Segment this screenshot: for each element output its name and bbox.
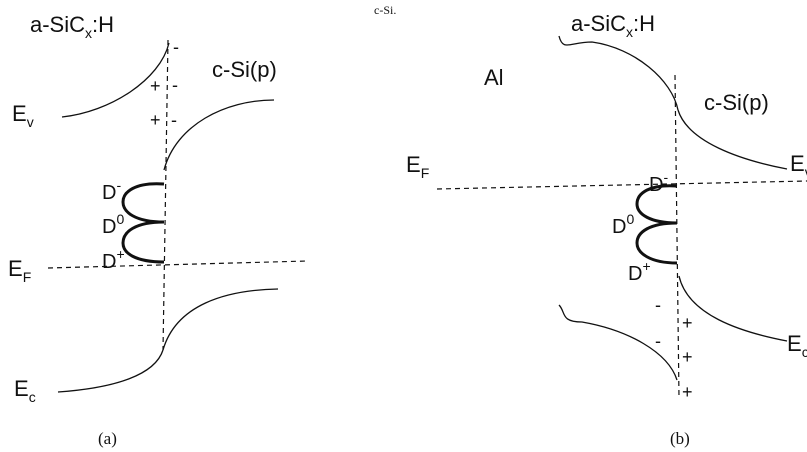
panel-b-positive-charge-3: + [682, 382, 693, 402]
panel-a-negative-charge-3: - [171, 110, 177, 130]
panel-b-asic-valence-band [558, 35, 679, 111]
panel-b-d-minus-label: D- [649, 169, 668, 196]
panel-a-asic-valence-band [61, 42, 170, 118]
panel-b-asic-conduction-band [558, 304, 678, 381]
panel-a-material-right-label: c-Si(p) [212, 57, 277, 82]
panel-b-negative-charge-1: - [655, 295, 661, 315]
panel-a-defect-loop-upper [121, 182, 165, 224]
panel-b-csi-conduction-band [678, 275, 788, 342]
panel-b-ec-label: Ec [787, 331, 807, 360]
panel-a-fermi-level-line [47, 260, 309, 269]
panel-a-material-left-label: a-SiCx:H [30, 12, 114, 41]
panel-b-defect-loop-lower [635, 221, 678, 265]
panel-b-d-zero-label: D0 [612, 211, 634, 238]
panel-a-d-minus-label: D- [102, 177, 121, 204]
panel-a-caption: (a) [98, 429, 117, 448]
panel-a-d-zero-label: D0 [102, 211, 124, 238]
panel-a-ef-label: EF [8, 256, 31, 285]
panel-b-d-plus-label: D+ [628, 258, 651, 285]
panel-a-positive-charge-2: + [150, 110, 161, 130]
panel-a-csi-valence-band [163, 99, 275, 171]
panel-a-positive-charge-1: + [150, 76, 161, 96]
panel-a-negative-charge-1: - [173, 37, 179, 57]
panel-b-ef-label: EF [406, 152, 429, 181]
panel-b-csi-valence-band [677, 109, 788, 170]
panel-a-ec-label: Ec [14, 376, 36, 405]
panel-b: a-SiCx:H Al c-Si(p) Ev EF Ec D- D0 D+ - … [406, 11, 807, 448]
panel-b-fermi-level-line [436, 180, 807, 190]
panel-a-negative-charge-2: - [172, 75, 178, 95]
panel-a-defect-loop-lower [121, 220, 165, 264]
panel-b-metal-label: Al [484, 65, 504, 90]
panel-a-d-plus-label: D+ [102, 246, 125, 273]
panel-b-defect-loop-upper [635, 184, 678, 225]
panel-a: a-SiCx:H c-Si(p) Ev EF Ec D- D0 D+ + + -… [8, 12, 309, 448]
panel-b-positive-charge-1: + [682, 313, 693, 333]
panel-b-interface-line [674, 74, 680, 399]
panel-a-ev-label: Ev [12, 101, 34, 130]
panel-b-material-left-label: a-SiCx:H [571, 11, 655, 40]
panel-a-interface-line [162, 39, 169, 351]
panel-b-ev-label: Ev [790, 151, 807, 180]
panel-a-csi-conduction-band [162, 288, 279, 351]
panel-b-material-right-label: c-Si(p) [704, 90, 769, 115]
caption-fragment: c-Si. [374, 3, 396, 17]
panel-b-negative-charge-2: - [655, 331, 661, 351]
panel-a-asic-conduction-band [57, 349, 164, 393]
panel-b-caption: (b) [670, 429, 690, 448]
panel-b-positive-charge-2: + [682, 347, 693, 367]
